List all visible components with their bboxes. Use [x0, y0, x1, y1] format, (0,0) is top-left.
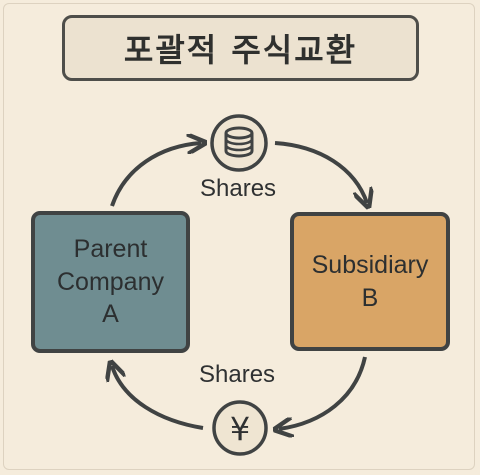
yen-icon: ¥ — [212, 400, 268, 456]
diagram-title: 포괄적 주식교환 — [62, 15, 419, 81]
arrow-subsidiary-to-yen — [279, 356, 367, 429]
subsidiary-label: Subsidiary B — [311, 251, 429, 312]
parent-company-box: Parent Company A — [31, 211, 190, 353]
shares-label-bottom: Shares — [199, 361, 276, 388]
arrow-coin-to-subsidiary — [274, 141, 367, 203]
outer-frame — [3, 3, 475, 470]
parent-company-label: Parent Company A — [57, 235, 164, 329]
yen-symbol: ¥ — [230, 410, 250, 448]
arrow-parent-to-coin — [110, 143, 201, 207]
subsidiary-box: Subsidiary B — [290, 212, 450, 351]
shares-label-top: Shares — [200, 175, 277, 202]
coin-stack-icon — [210, 114, 268, 172]
arrow-yen-to-parent — [112, 366, 204, 430]
